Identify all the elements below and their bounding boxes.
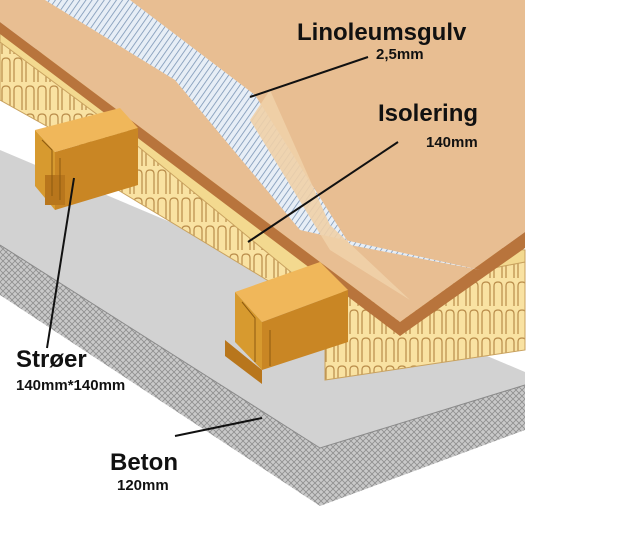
floor-board-underlay [250,90,410,300]
leader-stroer [46,177,75,349]
label-beton-size: 120mm [117,477,169,494]
label-isolering-size: 140mm [426,134,478,151]
concrete-left-face [0,245,320,506]
leader-linoleum [249,56,369,98]
label-isolering: Isolering [378,100,479,127]
linoleum-floor [0,0,525,336]
joist-back [35,108,138,210]
label-linoleum-size: 2,5mm [376,46,424,63]
leader-lines [46,56,399,437]
concrete-front-face [320,385,525,506]
label-linoleum: Linoleumsgulv [297,19,467,46]
label-beton: Beton [110,449,178,476]
joist-front [225,262,348,384]
leader-beton [174,417,263,437]
label-stroer: Strøer [16,346,87,373]
label-stroer-size: 140mm*140mm [16,377,126,394]
leader-isolering [247,141,399,243]
